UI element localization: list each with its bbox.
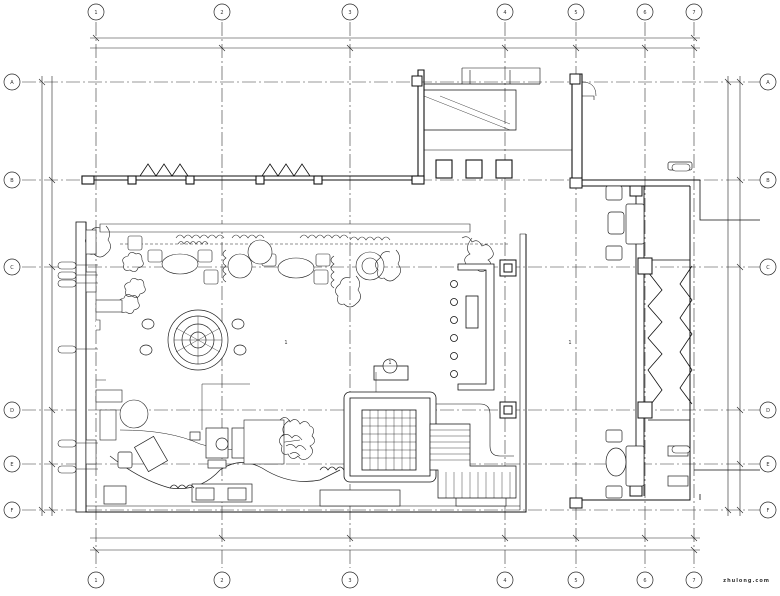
grid-label-right-F: F: [767, 508, 770, 514]
grid-bubble-bottom-7: [685, 571, 703, 589]
grid-label-top-7: 7: [692, 10, 695, 16]
grid-bubble-labels: 1 2 3 4 5 6 7 1 2 3 4 5 6 7 A B C D E F …: [10, 10, 770, 584]
grid-bubble-right-C: [759, 258, 777, 276]
grid-label-left-E: E: [10, 462, 13, 468]
grid-bubble-right-D: [759, 401, 777, 419]
grid-label-left-A: A: [10, 80, 14, 86]
grid-bubble-left-B: [3, 171, 21, 189]
structural-columns: [411, 73, 653, 509]
grid-bubble-top-6: [636, 3, 654, 21]
grid-bubble-left-F: [3, 501, 21, 519]
grid-label-right-C: C: [766, 265, 770, 271]
grid-label-bottom-1: 1: [94, 578, 97, 584]
top-banquette-row: [99, 223, 510, 285]
zigzag-curtain-2: [261, 163, 311, 177]
grid-bubble-left-C: [3, 258, 21, 276]
grid-bubble-bottom-1: [87, 571, 105, 589]
grid-label-bottom-6: 6: [643, 578, 646, 584]
center-plant-cluster: [243, 417, 315, 465]
walls: [75, 67, 760, 513]
grid-bubble-top-5: [567, 3, 585, 21]
grid-label-top-5: 5: [574, 10, 577, 16]
dimension-lines: [38, 34, 744, 554]
grid-bubble-top-1: [87, 3, 105, 21]
grid-bubbles: [3, 3, 777, 589]
grid-bubble-bottom-3: [341, 571, 359, 589]
grid-bubble-right-B: [759, 171, 777, 189]
grid-label-right-E: E: [766, 462, 769, 468]
grid-bubble-top-4: [496, 3, 514, 21]
stairs: [429, 403, 517, 499]
grid-label-top-6: 6: [643, 10, 646, 16]
grid-label-right-B: B: [766, 178, 770, 184]
grid-bubble-left-E: [3, 455, 21, 473]
grid-label-right-D: D: [766, 408, 770, 414]
grid-bubble-left-D: [3, 401, 21, 419]
grid-bubble-top-3: [341, 3, 359, 21]
zigzag-curtain-right: [647, 271, 663, 409]
grid-bubble-bottom-4: [496, 571, 514, 589]
grid-label-left-C: C: [10, 265, 14, 271]
bar-counter: [450, 263, 495, 391]
grid-bubble-right-F: [759, 501, 777, 519]
callout-marker-label: 1: [388, 360, 391, 366]
grid-label-left-F: F: [11, 508, 14, 514]
grid-bubble-bottom-6: [636, 571, 654, 589]
grid-label-top-3: 3: [348, 10, 351, 16]
grid-label-top-4: 4: [503, 10, 506, 16]
grid-label-bottom-3: 3: [348, 578, 351, 584]
grid-label-bottom-4: 4: [503, 578, 506, 584]
zigzag-curtain-right-2: [679, 265, 693, 405]
round-table-cluster: [139, 309, 247, 371]
grid-bubble-right-A: [759, 73, 777, 91]
central-stage: [343, 365, 437, 483]
room-label: 1: [284, 340, 287, 346]
grid-label-bottom-5: 5: [574, 578, 577, 584]
grid-bubble-bottom-5: [567, 571, 585, 589]
right-room-label: 1: [568, 340, 571, 346]
zigzag-curtain-1: [139, 163, 189, 177]
grid-bubble-top-7: [685, 3, 703, 21]
grid-bubble-top-2: [213, 3, 231, 21]
grid-label-left-B: B: [10, 178, 14, 184]
grid-label-right-A: A: [766, 80, 770, 86]
grid-lines: [22, 22, 760, 568]
grid-label-bottom-2: 2: [220, 578, 223, 584]
grid-label-left-D: D: [10, 408, 14, 414]
grid-bubble-right-E: [759, 455, 777, 473]
grid-label-top-2: 2: [220, 10, 223, 16]
grid-label-top-1: 1: [94, 10, 97, 16]
watermark-logo: zhulong.com: [723, 578, 770, 584]
grid-bubble-left-A: [3, 73, 21, 91]
left-wall-details: [85, 229, 149, 465]
callout-marker: 1: [375, 358, 398, 392]
section-tags: [57, 163, 691, 474]
grid-label-bottom-7: 7: [692, 578, 695, 584]
grid-bubble-bottom-2: [213, 571, 231, 589]
